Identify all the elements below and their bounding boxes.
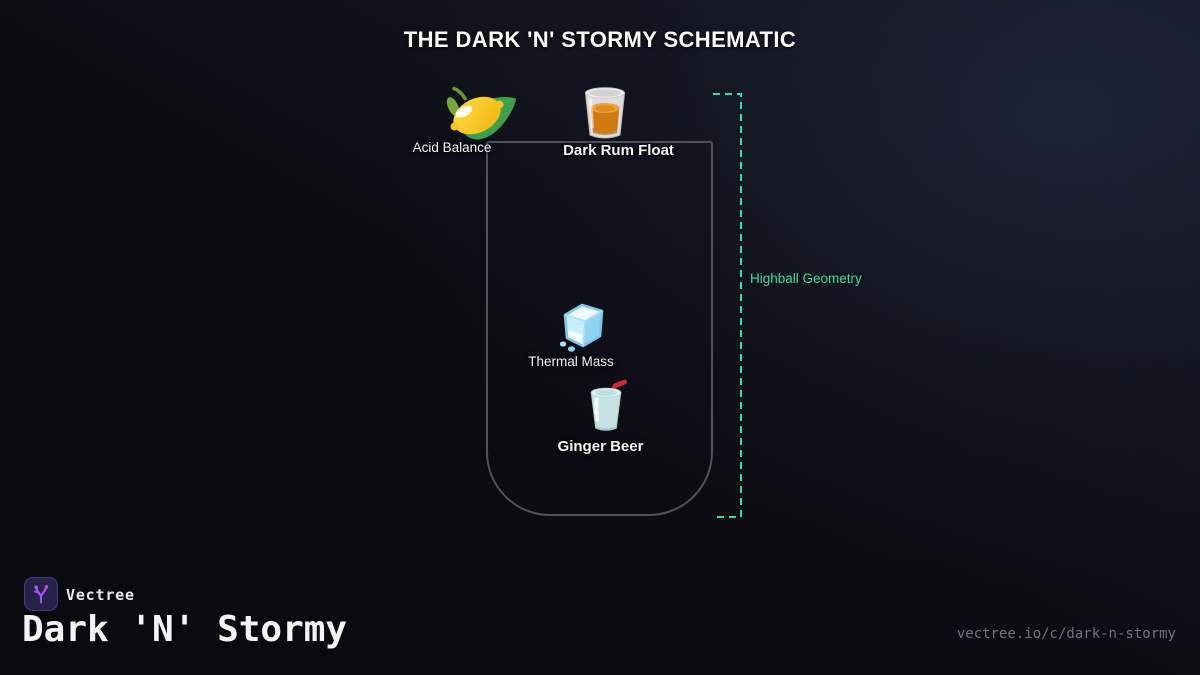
bracket-label: Highball Geometry [750,271,862,286]
rum-tumbler-icon [584,87,626,139]
brand-name: Vectree [66,586,135,604]
node-label-thermal-mass: Thermal Mass [528,354,614,369]
branch-icon [33,584,49,604]
share-url: vectree.io/c/dark-n-stormy [956,626,1176,642]
page-title: THE DARK 'N' STORMY SCHEMATIC [403,27,797,52]
cup-with-straw-icon [590,379,628,431]
lemon-icon [446,86,516,140]
drink-title: Dark 'N' Stormy [22,609,348,650]
vectree-logo [24,577,58,611]
highball-glass-outline [486,141,713,516]
ice-cube-icon [559,303,604,352]
node-label-acid-balance: Acid Balance [412,140,492,155]
node-label-dark-rum-float: Dark Rum Float [563,142,674,159]
node-label-ginger-beer: Ginger Beer [557,438,644,455]
